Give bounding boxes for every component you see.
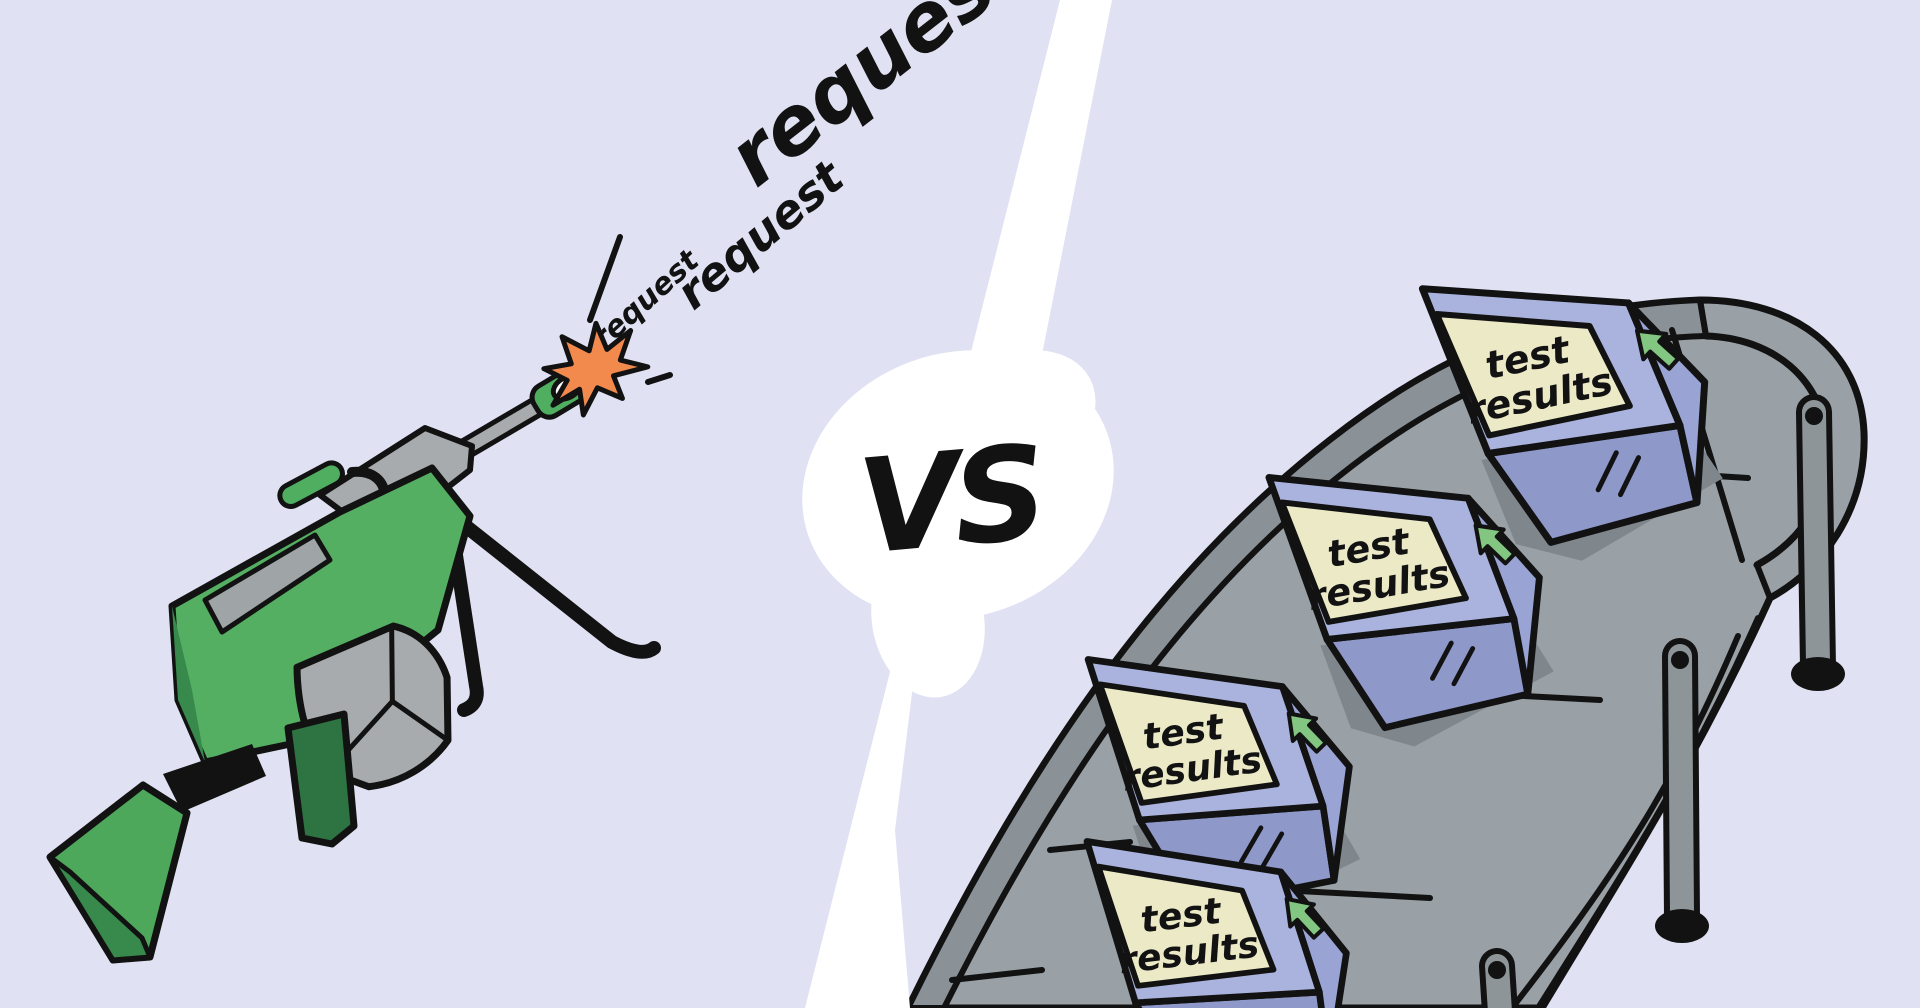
vs-bubble [802,350,1114,698]
test-results-box: test results [1265,474,1554,747]
leg-foot [1791,657,1845,691]
leg-foot [1655,909,1709,943]
belt-rail-inner [1509,633,1741,1008]
gun-stock-shade [47,854,153,963]
test-results-box: test results [1418,285,1723,561]
gun-bipod [441,505,661,717]
box-label-line1: test [1138,889,1225,942]
speed-lines [587,234,673,385]
test-results-box: test results [1083,838,1350,1008]
arrow-up-icon [1284,896,1326,940]
box-shine [1595,450,1642,498]
box-label [1433,310,1633,439]
box-label [1095,863,1277,989]
gun-body-panel [202,532,333,635]
belt-rail-outer [1535,615,1761,1008]
leg-pivot-dot [1488,961,1506,979]
box-shine [1238,825,1285,871]
gun-body [168,464,474,766]
belt-leg-front [1479,948,1518,1008]
gun-stock-connector [163,744,266,812]
leg-pivot-dot [1805,407,1823,425]
box-label [1097,681,1280,806]
gun-charging-handle [277,460,345,509]
box-label [1279,499,1469,625]
leg-pivot-dot [1671,651,1689,669]
belt-endcap-tick [1697,297,1773,601]
arrow-up-icon [1634,328,1681,371]
arrow-up-icon [1286,711,1328,754]
vs-label: VS [853,416,1048,583]
belt-leg-right [1791,394,1845,691]
belt-leg-middle [1655,638,1709,943]
gun-body-shade [172,606,205,762]
conveyor-scene: test results test results [904,285,1868,1008]
arrow-up-icon [1473,523,1517,566]
muzzle-flash-icon [541,320,651,418]
gun-grip [284,710,358,848]
box-shine [1430,640,1476,687]
divider: VS [802,0,1114,1008]
machine-gun [46,320,661,964]
